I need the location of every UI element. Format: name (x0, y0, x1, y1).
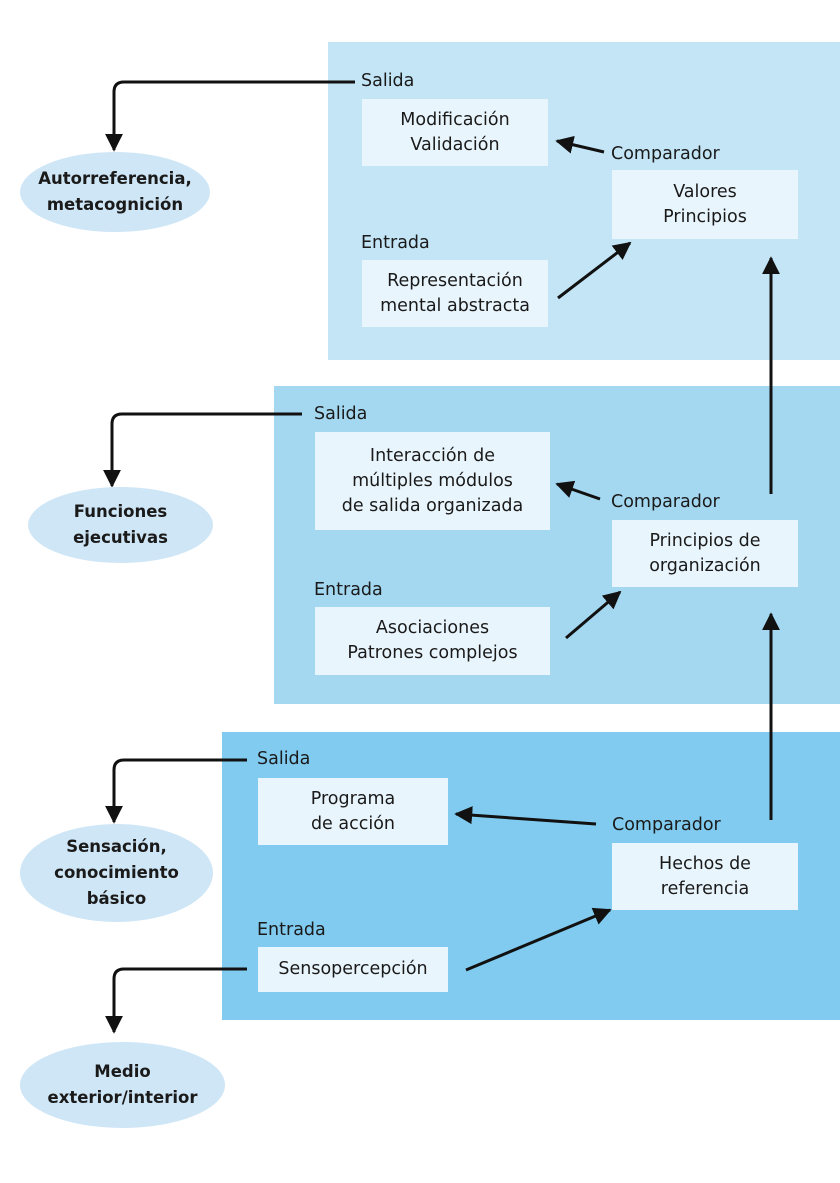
bottom-comparator-box: Hechos de referencia (612, 843, 798, 910)
middle-comparator-line-1: Principios de (649, 530, 761, 551)
medio-line-2: exterior/interior (47, 1088, 198, 1107)
top-input-line-1: Representación (387, 270, 523, 291)
top-comparador-label: Comparador (611, 144, 720, 164)
bottom-input-box: Sensopercepción (258, 947, 448, 992)
bottom-output-line-2: de acción (310, 813, 396, 834)
top-salida-label: Salida (361, 71, 415, 91)
top-output-box: Modificación Validación (362, 99, 548, 166)
middle-comparador-label: Comparador (611, 492, 720, 512)
arrow-top-salida-to-autorreferencia (105, 80, 355, 152)
middle-input-line-1: Asociaciones (375, 618, 490, 638)
medio-line-1: Medio (94, 1062, 151, 1081)
bottom-salida-label: Salida (257, 749, 311, 769)
bottom-output-line-1: Programa (310, 788, 396, 809)
bottom-entrada-label: Entrada (257, 920, 326, 940)
sensacion-line-1: Sensación, (66, 837, 167, 856)
autorreferencia-line-2: metacognición (46, 195, 184, 214)
middle-output-line-2: múltiples módulos (352, 470, 513, 491)
top-comparator-line-2: Principios (663, 206, 747, 227)
middle-comparator-box: Principios de organización (612, 520, 798, 587)
autorreferencia-line-1: Autorreferencia, (38, 169, 192, 188)
top-comparator-box: Valores Principios (612, 170, 798, 239)
bottom-comparator-line-2: referencia (660, 878, 750, 899)
middle-output-line-1: Interacción de (369, 445, 496, 466)
top-input-line-2: mental abstracta (380, 295, 530, 316)
middle-output-box: Interacción de múltiples módulos de sali… (315, 432, 550, 530)
bottom-comparator-line-1: Hechos de (659, 853, 751, 874)
ellipse-medio: Medio exterior/interior (20, 1042, 225, 1128)
sensacion-line-2: conocimiento (54, 863, 179, 882)
top-entrada-label: Entrada (361, 233, 430, 253)
middle-comparator-line-2: organización (649, 555, 761, 576)
bottom-output-box: Programa de acción (258, 778, 448, 845)
middle-output-line-3: de salida organizada (341, 495, 524, 516)
top-comparator-line-1: Valores (673, 181, 737, 202)
ellipse-funciones-ejecutivas: Funciones ejecutivas (28, 487, 213, 563)
sensacion-line-3: básico (86, 889, 147, 908)
top-output-line-1: Modificación (400, 109, 510, 130)
bottom-input-line-1: Sensopercepción (278, 959, 428, 979)
funciones-line-2: ejecutivas (73, 528, 168, 547)
funciones-line-1: Funciones (73, 502, 168, 521)
middle-salida-label: Salida (314, 404, 368, 424)
top-input-box: Representación mental abstracta (362, 260, 548, 327)
top-output-line-2: Validación (410, 134, 500, 155)
bottom-comparador-label: Comparador (612, 815, 721, 835)
middle-entrada-label: Entrada (314, 580, 383, 600)
ellipse-sensacion: Sensación, conocimiento básico (20, 824, 213, 922)
middle-input-box: Asociaciones Patrones complejos (315, 607, 550, 675)
ellipse-autorreferencia: Autorreferencia, metacognición (20, 152, 210, 232)
middle-input-line-2: Patrones complejos (347, 643, 518, 663)
